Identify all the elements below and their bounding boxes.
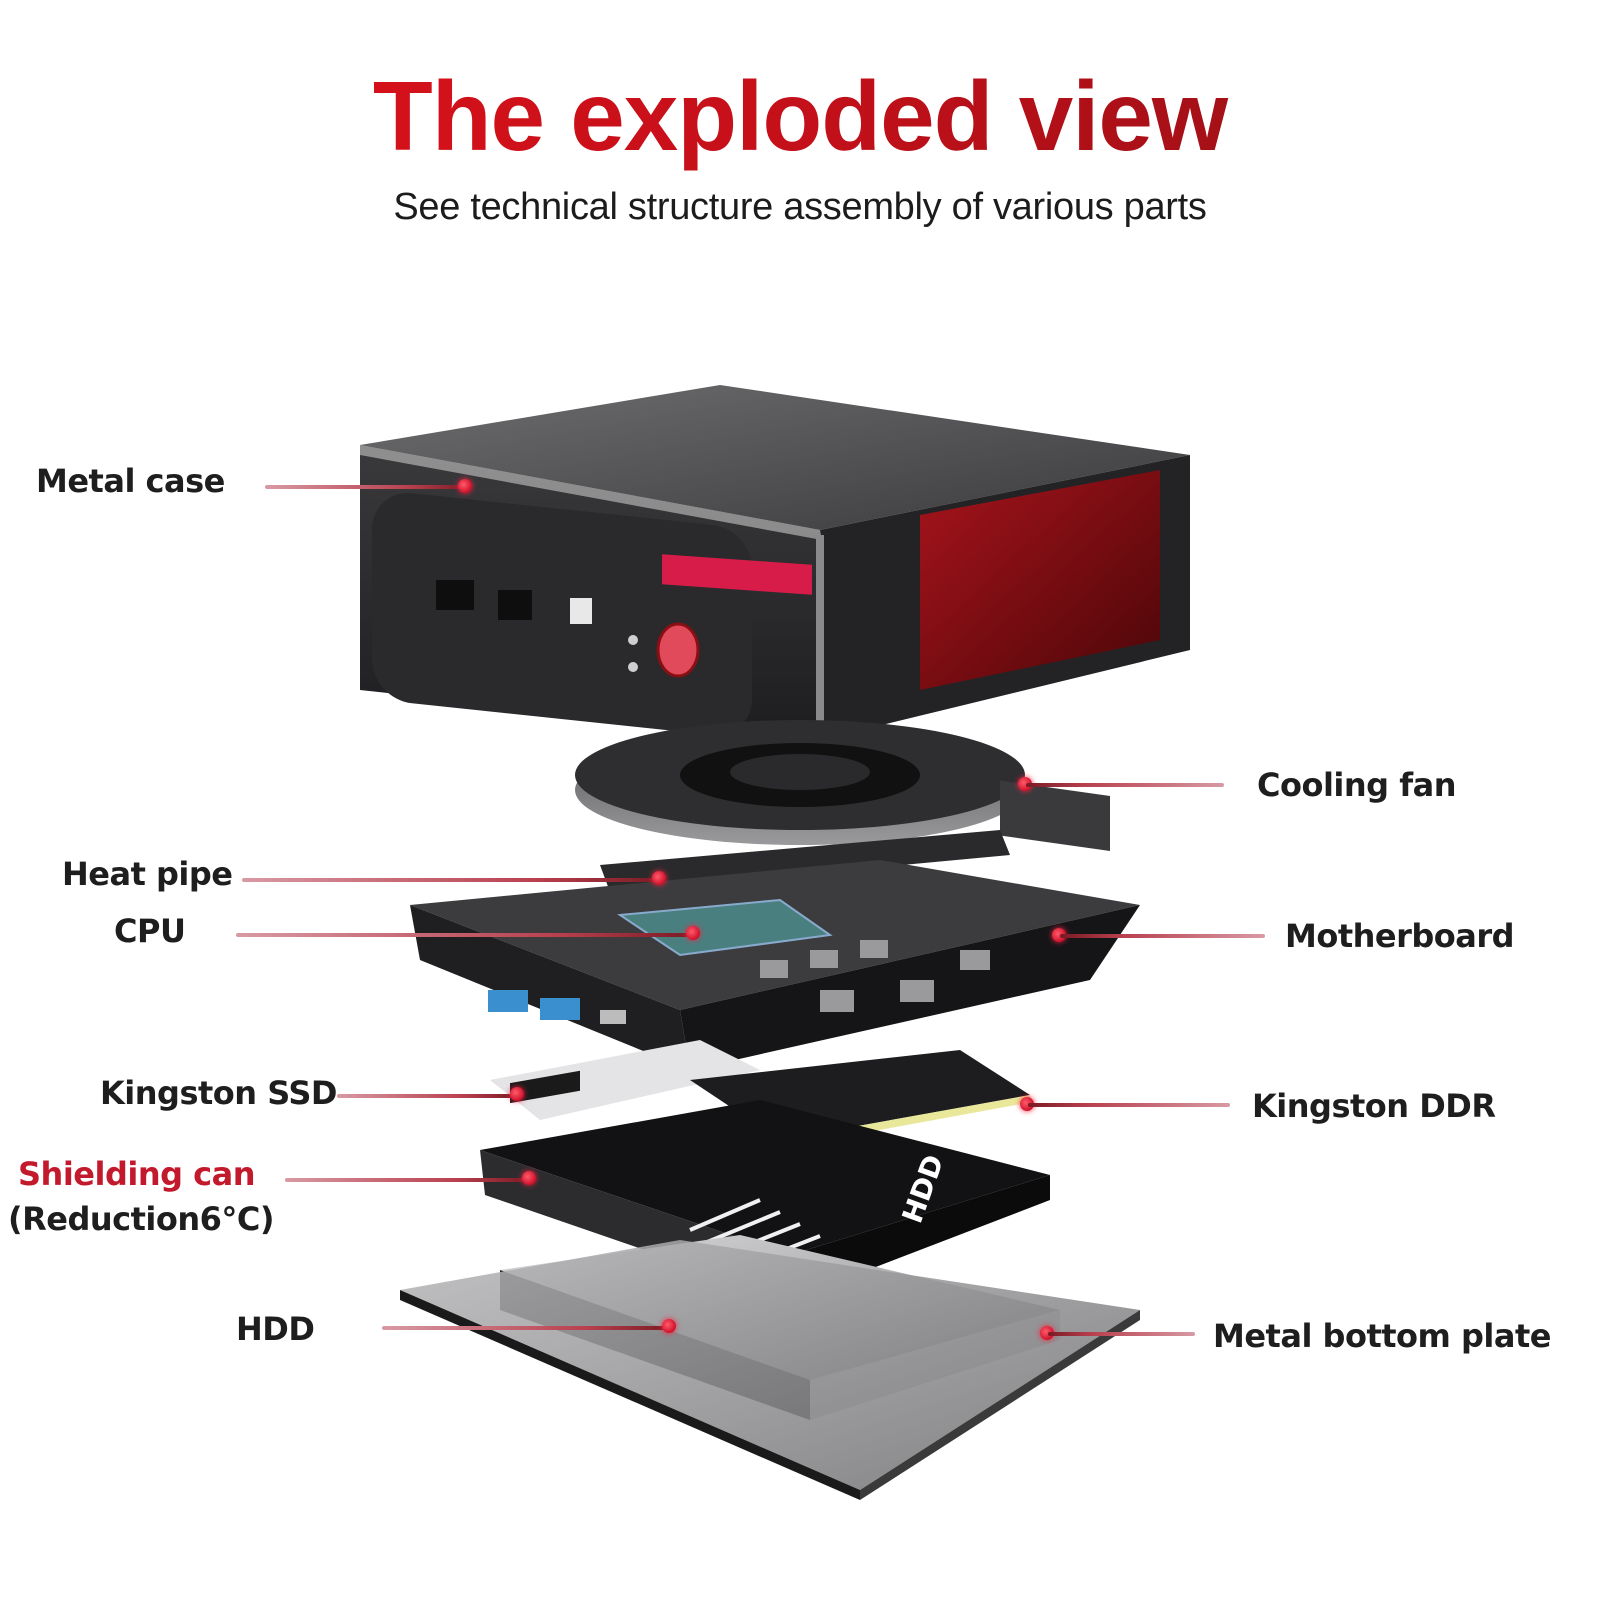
page-title: The exploded view <box>0 60 1600 173</box>
label-metal-bottom-plate: Metal bottom plate <box>1213 1317 1551 1355</box>
callout-dot-cpu <box>686 926 700 940</box>
callout-dot-kingston-ssd <box>510 1087 524 1101</box>
leader-line-shielding-can <box>285 1178 530 1182</box>
label-heat-pipe: Heat pipe <box>62 855 233 893</box>
leader-line-cooling-fan <box>1026 783 1224 787</box>
callout-dot-metal-case <box>458 479 472 493</box>
leader-line-kingston-ssd <box>337 1094 517 1098</box>
heat-pipe-part <box>600 830 1010 892</box>
callout-dot-shielding-can <box>522 1171 536 1185</box>
label-cooling-fan: Cooling fan <box>1257 766 1457 804</box>
label-metal-case: Metal case <box>36 462 225 500</box>
leader-line-motherboard <box>1060 934 1265 938</box>
leader-line-hdd <box>382 1326 672 1330</box>
leader-line-heat-pipe <box>242 878 662 882</box>
page-subtitle: See technical structure assembly of vari… <box>393 186 1207 228</box>
cooling-fan-part <box>575 720 1110 852</box>
motherboard-part <box>410 860 1140 1070</box>
label-hdd: HDD <box>236 1310 315 1348</box>
label-shielding-can: Shielding can <box>18 1155 256 1193</box>
leader-line-metal-case <box>265 485 470 489</box>
callout-dot-heat-pipe <box>652 871 666 885</box>
label-cpu: CPU <box>114 912 186 950</box>
leader-line-cpu <box>236 933 696 937</box>
label-motherboard: Motherboard <box>1285 917 1515 955</box>
metal-bottom-plate-part <box>400 1240 1140 1500</box>
callout-dot-metal-bottom-plate <box>1040 1326 1054 1340</box>
label-shielding-can-note: (Reduction6°C) <box>8 1200 275 1238</box>
callout-dot-kingston-ddr <box>1020 1097 1034 1111</box>
label-kingston-ssd: Kingston SSD <box>100 1074 337 1112</box>
label-kingston-ddr: Kingston DDR <box>1252 1087 1496 1125</box>
callout-dot-cooling-fan <box>1018 777 1032 791</box>
callout-dot-hdd <box>662 1319 676 1333</box>
callout-dot-motherboard <box>1052 928 1066 942</box>
metal-case-part <box>360 385 1190 745</box>
leader-line-metal-bottom-plate <box>1048 1332 1195 1336</box>
leader-line-kingston-ddr <box>1028 1103 1230 1107</box>
